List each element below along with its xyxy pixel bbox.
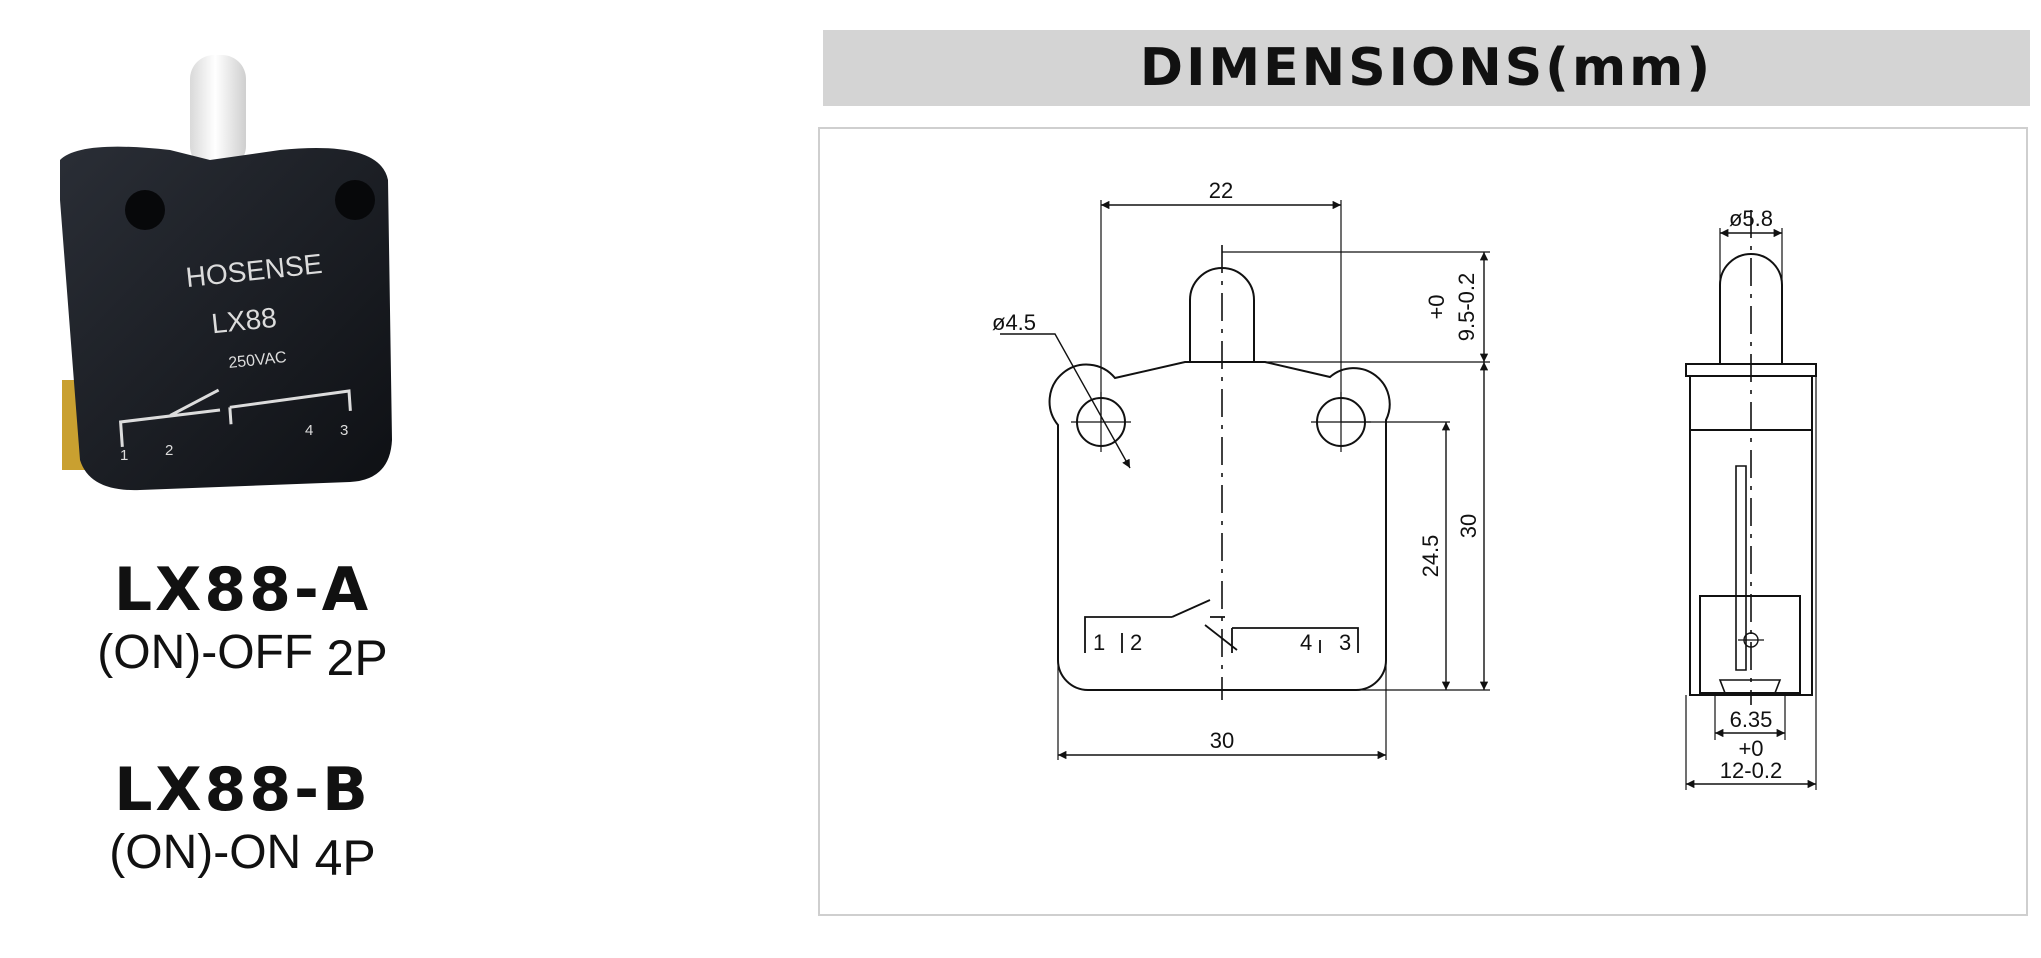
variant-b-function: (ON)-ON 4P	[0, 822, 485, 886]
mount-hole-left	[125, 190, 165, 230]
photo-terminal-2: 2	[165, 442, 173, 459]
rating-label: 250VAC	[228, 349, 288, 372]
photo-terminal-1: 1	[120, 447, 128, 464]
dimensions-header: DIMENSIONS(mm)	[823, 30, 2030, 106]
photo-terminal-4: 4	[305, 422, 313, 439]
model-label: LX88	[210, 302, 278, 340]
plunger-shape	[190, 55, 246, 170]
variant-a-function: (ON)-OFF 2P	[0, 622, 485, 686]
switch-body	[60, 146, 392, 491]
photo-schematic	[118, 388, 352, 448]
variant-a-title: LX88-A	[113, 555, 372, 625]
mount-hole-right	[335, 180, 375, 220]
dimensions-frame	[818, 127, 2028, 916]
variant-b-poles: 4P	[314, 830, 376, 886]
variant-b-function-text: (ON)-ON	[109, 826, 302, 879]
variant-a-poles: 2P	[326, 630, 388, 686]
product-photo: HOSENSE LX88 250VAC 1 2 4 3	[60, 55, 392, 491]
variant-a-function-text: (ON)-OFF	[97, 626, 314, 679]
photo-terminal-3: 3	[340, 422, 348, 439]
variant-b-title: LX88-B	[114, 755, 371, 825]
